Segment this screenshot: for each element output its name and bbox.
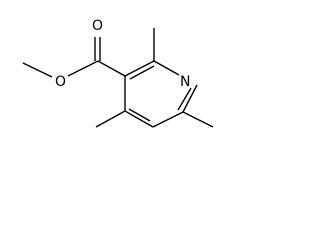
bond-c5-c4-inner <box>128 108 151 122</box>
bond-c3-c2 <box>124 60 155 77</box>
bond-c6-c5 <box>152 111 184 128</box>
bond-carbonyl-ring <box>97 60 126 77</box>
bond-c4-methyl <box>95 110 126 128</box>
bond-methyl-o <box>22 62 53 78</box>
bond-c6-methyl <box>182 111 214 128</box>
bond-n-c6 <box>182 84 198 113</box>
bond-o-carbonyl <box>67 60 99 77</box>
atom-oxygen-ester: O <box>55 74 66 90</box>
bond-c2-n <box>153 60 180 76</box>
atom-nitrogen: N <box>180 74 190 90</box>
bond-c5-c4 <box>124 110 154 128</box>
structure-diagram: O O N <box>22 18 214 128</box>
bond-c3-c2-inner <box>129 65 155 80</box>
bond-n-c6-inner <box>177 87 192 111</box>
atom-oxygen-carbonyl: O <box>92 18 103 34</box>
